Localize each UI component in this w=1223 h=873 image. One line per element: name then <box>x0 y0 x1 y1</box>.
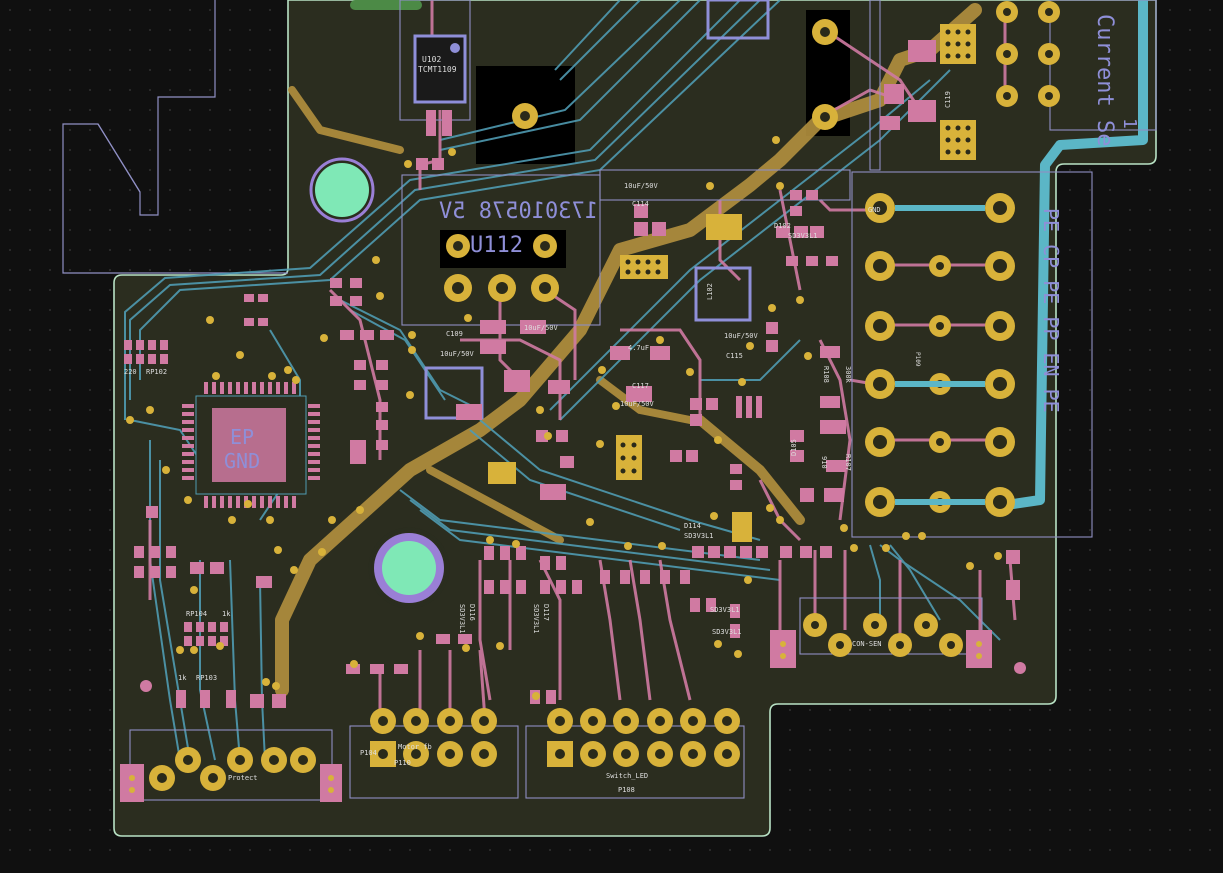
via-cluster-holes <box>620 29 971 474</box>
silk-sd3v3-f: SD3V3L1 <box>712 628 742 636</box>
silk-r1k-a: 1k <box>222 610 231 618</box>
silk-cap-value-d: 10uF/50V <box>724 332 759 340</box>
silk-p110: P110 <box>394 759 411 767</box>
silk-c109: C109 <box>446 330 463 338</box>
silk-rp103: RP103 <box>196 674 217 682</box>
silk-cap-value-b: 10uF/50V <box>440 350 475 358</box>
silk-rp102: RP102 <box>146 368 167 376</box>
silk-current-sense: Current Se <box>1092 14 1117 146</box>
silk-ep-label: EP <box>230 425 254 449</box>
vias <box>126 136 1026 700</box>
silk-con-sens: CON-SEN <box>852 640 882 648</box>
silk-protect: Protect <box>228 774 258 782</box>
connector-body-pins <box>129 641 982 793</box>
silk-blob <box>350 0 422 10</box>
inductor2-pad-a-hole <box>820 27 830 37</box>
front-copper-traces <box>148 0 1017 721</box>
silk-r300k: 300k <box>844 366 852 384</box>
courtyard-slot <box>97 123 141 193</box>
silk-d117: D117 <box>542 604 550 621</box>
mounting-hole-top-pad <box>315 163 369 217</box>
silk-gnd-label: GND <box>224 449 260 473</box>
silk-rp104: RP104 <box>186 610 207 618</box>
motor-connector-pads <box>370 708 497 767</box>
silk-l102: L102 <box>706 283 714 300</box>
silk-d105: D105 <box>790 439 798 456</box>
silk-c119: C119 <box>944 91 952 108</box>
header-p109-teal <box>895 205 985 505</box>
mcu-exposed-pad <box>212 408 286 482</box>
current-sense-pads <box>996 1 1060 107</box>
con-sens-connector-pads <box>803 613 963 657</box>
silk-c115: C115 <box>726 352 743 360</box>
silk-gnd-pin: GND <box>868 206 881 214</box>
silk-c114: C114 <box>632 200 649 208</box>
inductor-l102 <box>694 266 752 322</box>
mcu-pins <box>182 382 320 508</box>
protect-connector-pads <box>149 747 316 791</box>
silk-p108: P108 <box>618 786 635 794</box>
connector-bodies <box>120 630 992 802</box>
silk-cap-value-f: 10uF/50V <box>620 400 655 408</box>
silk-current-pin1: 1 <box>1119 118 1140 129</box>
silk-sd3v3-e: SD3V3L1 <box>710 606 740 614</box>
mounting-hole-bottom-pad <box>382 541 436 595</box>
courtyard-left <box>62 0 288 274</box>
silk-u102-ref: U102 <box>422 55 441 64</box>
mounting-hole-bottom <box>368 527 450 609</box>
silk-r107: R107 <box>844 454 852 471</box>
silk-sd3v3-b: SD3V3L1 <box>684 532 714 540</box>
header-p109-pads <box>865 193 1015 517</box>
silk-cap-value-a: 10uF/50V <box>524 324 559 332</box>
cap-c117-outline <box>424 366 484 420</box>
silk-r108: R108 <box>822 366 830 383</box>
regulator-pads <box>444 234 559 302</box>
inductor-pad-hole <box>520 111 530 121</box>
silk-u112-ref: U112 <box>470 233 523 258</box>
silk-big-part-label: 173010578 5V <box>439 199 598 224</box>
silk-p109: P109 <box>914 352 921 367</box>
silk-d102: D102 <box>774 222 791 230</box>
qfn-chip-top <box>706 0 770 40</box>
silk-p104: P104 <box>360 749 377 757</box>
silk-cap-value-c: 10uF/50V <box>624 182 659 190</box>
chip-u102-pin1 <box>450 43 460 53</box>
silk-r220: 220 <box>124 368 137 376</box>
silk-c117: C117 <box>632 382 649 390</box>
back-copper-power <box>999 0 1148 511</box>
silk-labels: 220 RP102 RP104 1k 1k RP103 C109 10uF/50… <box>124 91 952 794</box>
silk-u102-value: TCMT1109 <box>418 65 457 74</box>
silk-r1k-b: 1k <box>178 674 187 682</box>
silk-motor-fb: Motor fb <box>398 743 432 751</box>
silk-d116: D116 <box>468 604 476 621</box>
switch-led-connector-pads <box>547 708 740 767</box>
silk-r910: 910 <box>820 456 828 469</box>
silk-sd3v3-d: SD3V3L1 <box>532 604 540 634</box>
inductor2-pad-b-hole <box>820 112 830 122</box>
silk-sd3v3-a: SD3V3L1 <box>788 232 818 240</box>
silk-cap-value-e: 4.7uF <box>628 344 649 352</box>
silk-switch-led: Switch_LED <box>606 772 648 780</box>
silk-d114: D114 <box>684 522 701 530</box>
silk-header-row: PE CP PE PP EN PE <box>1039 208 1063 413</box>
silk-sd3v3-c: SD3V3L1 <box>458 604 466 634</box>
mounting-hole-top <box>309 157 375 223</box>
